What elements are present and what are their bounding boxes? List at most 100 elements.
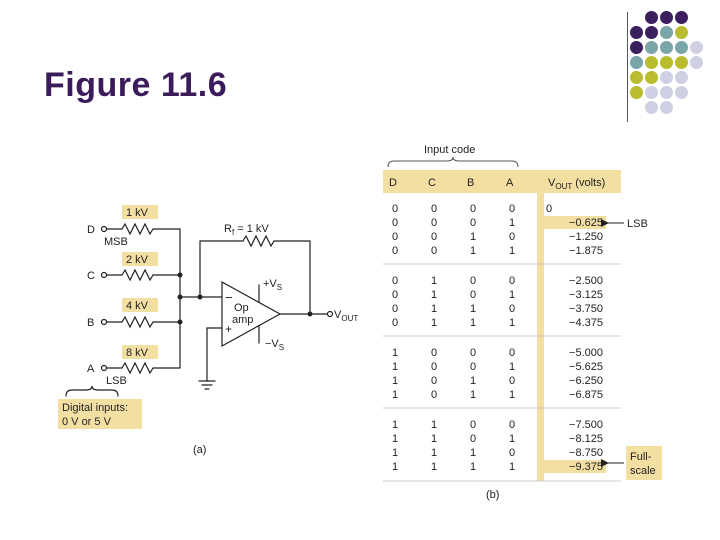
- resistor-label-bg: [122, 298, 158, 312]
- decorative-dot: [630, 56, 643, 69]
- ground-symbol: [198, 380, 216, 390]
- msb-tag: MSB: [104, 236, 128, 248]
- table-cell-bit: 0: [392, 303, 398, 315]
- table-cell-bit: 1: [509, 461, 515, 473]
- table-cell-bit: 0: [509, 419, 515, 431]
- table-cell-bit: 0: [509, 231, 515, 243]
- table-cell-bit: 0: [431, 389, 437, 401]
- terminal-a: [100, 364, 108, 372]
- decorative-dot: [660, 86, 673, 99]
- input-letter-c: C: [87, 270, 95, 282]
- table-cell-bit: 1: [470, 303, 476, 315]
- table-cell-bit: 0: [392, 217, 398, 229]
- table-cell-bit: 0: [470, 433, 476, 445]
- decorative-dot: [645, 56, 658, 69]
- table-cell-bit: 1: [509, 245, 515, 257]
- decorative-dot: [645, 41, 658, 54]
- table-cell-bit: 0: [392, 203, 398, 215]
- table-cell-bit: 1: [392, 419, 398, 431]
- caption-b: (b): [486, 489, 499, 501]
- input-code-label: Input code: [424, 144, 475, 156]
- table-cell-bit: 0: [509, 375, 515, 387]
- table-cell-bit: 1: [392, 347, 398, 359]
- table-cell-bit: 1: [392, 389, 398, 401]
- table-cell-bit: 1: [431, 447, 437, 459]
- table-cell-bit: 1: [392, 433, 398, 445]
- decorative-dot: [645, 71, 658, 84]
- opamp-minus-sign: −: [225, 290, 233, 305]
- table-cell-bit: 1: [431, 317, 437, 329]
- decorative-dot: [630, 41, 643, 54]
- table-cell-bit: 0: [470, 361, 476, 373]
- terminal-b: [100, 318, 108, 326]
- table-cell-bit: 0: [509, 347, 515, 359]
- table-cell-bit: 1: [392, 447, 398, 459]
- table-cell-vout: −7.500: [569, 419, 603, 431]
- fullscale-annotation-2: scale: [630, 465, 656, 477]
- decorative-dot: [690, 56, 703, 69]
- output-terminal: [326, 310, 334, 318]
- table-cell-bit: 0: [431, 245, 437, 257]
- table-cell-bit: 1: [509, 389, 515, 401]
- resistor-label-bg: [122, 252, 158, 266]
- decorative-dot: [660, 56, 673, 69]
- table-cell-bit: 0: [392, 245, 398, 257]
- row-highlight: [544, 216, 606, 229]
- supply-neg-label: −VS: [265, 338, 284, 352]
- table-cell-bit: 0: [470, 419, 476, 431]
- table-cell-bit: 1: [392, 461, 398, 473]
- table-cell-bit: 1: [431, 303, 437, 315]
- input-letter-a: A: [87, 363, 95, 375]
- resistor-b-wire: [103, 315, 181, 329]
- feedback-resistor-label: Rf = 1 kV: [224, 223, 269, 237]
- table-cell-vout: −0.625: [569, 217, 603, 229]
- table-cell-bit: 1: [470, 375, 476, 387]
- decorative-dot: [645, 26, 658, 39]
- table-cell-bit: 0: [470, 203, 476, 215]
- junction: [177, 294, 183, 300]
- lsb-tag: LSB: [106, 375, 127, 387]
- decorative-dot-grid: [630, 11, 720, 121]
- table-cell-bit: 0: [470, 289, 476, 301]
- input-code-brace: [387, 156, 519, 168]
- vout-label: VOUT: [334, 309, 358, 323]
- table-cell-vout: −6.250: [569, 375, 603, 387]
- decorative-dot: [675, 71, 688, 84]
- resistor-label-b: 4 kV: [126, 300, 149, 312]
- decorative-dot: [660, 101, 673, 114]
- decorative-dot: [675, 56, 688, 69]
- table-cell-bit: 0: [470, 275, 476, 287]
- slide-title: Figure 11.6: [44, 66, 228, 104]
- table-cell-bit: 1: [470, 317, 476, 329]
- resistor-label-bg: [122, 345, 158, 359]
- table-cell-bit: 1: [470, 447, 476, 459]
- opamp-plus-sign: +: [225, 322, 232, 336]
- table-cell-bit: 0: [509, 203, 515, 215]
- resistor-d-wire: [103, 222, 181, 236]
- table-cell-bit: 1: [431, 275, 437, 287]
- table-cell-bit: 0: [392, 275, 398, 287]
- row-highlight: [544, 460, 606, 473]
- table-cell-bit: 0: [470, 347, 476, 359]
- header-d: D: [389, 177, 397, 189]
- lsb-annotation: LSB: [627, 218, 648, 230]
- table-cell-vout: −3.125: [569, 289, 603, 301]
- resistor-c-wire: [103, 268, 181, 282]
- resistor-label-bg: [122, 205, 158, 219]
- decorative-dot: [645, 11, 658, 24]
- table-cell-vout: −1.250: [569, 231, 603, 243]
- table-cell-bit: 1: [509, 361, 515, 373]
- decorative-dot: [630, 86, 643, 99]
- vout-column-band: [537, 193, 544, 481]
- table-cell-bit: 1: [509, 317, 515, 329]
- table-cell-bit: 0: [431, 231, 437, 243]
- table-cell-bit: 0: [470, 217, 476, 229]
- table-cell-vout: −5.625: [569, 361, 603, 373]
- table-cell-bit: 0: [392, 317, 398, 329]
- table-cell-vout: −3.750: [569, 303, 603, 315]
- table-cell-vout: −8.125: [569, 433, 603, 445]
- decorative-dot: [660, 11, 673, 24]
- table-cell-vout: −8.750: [569, 447, 603, 459]
